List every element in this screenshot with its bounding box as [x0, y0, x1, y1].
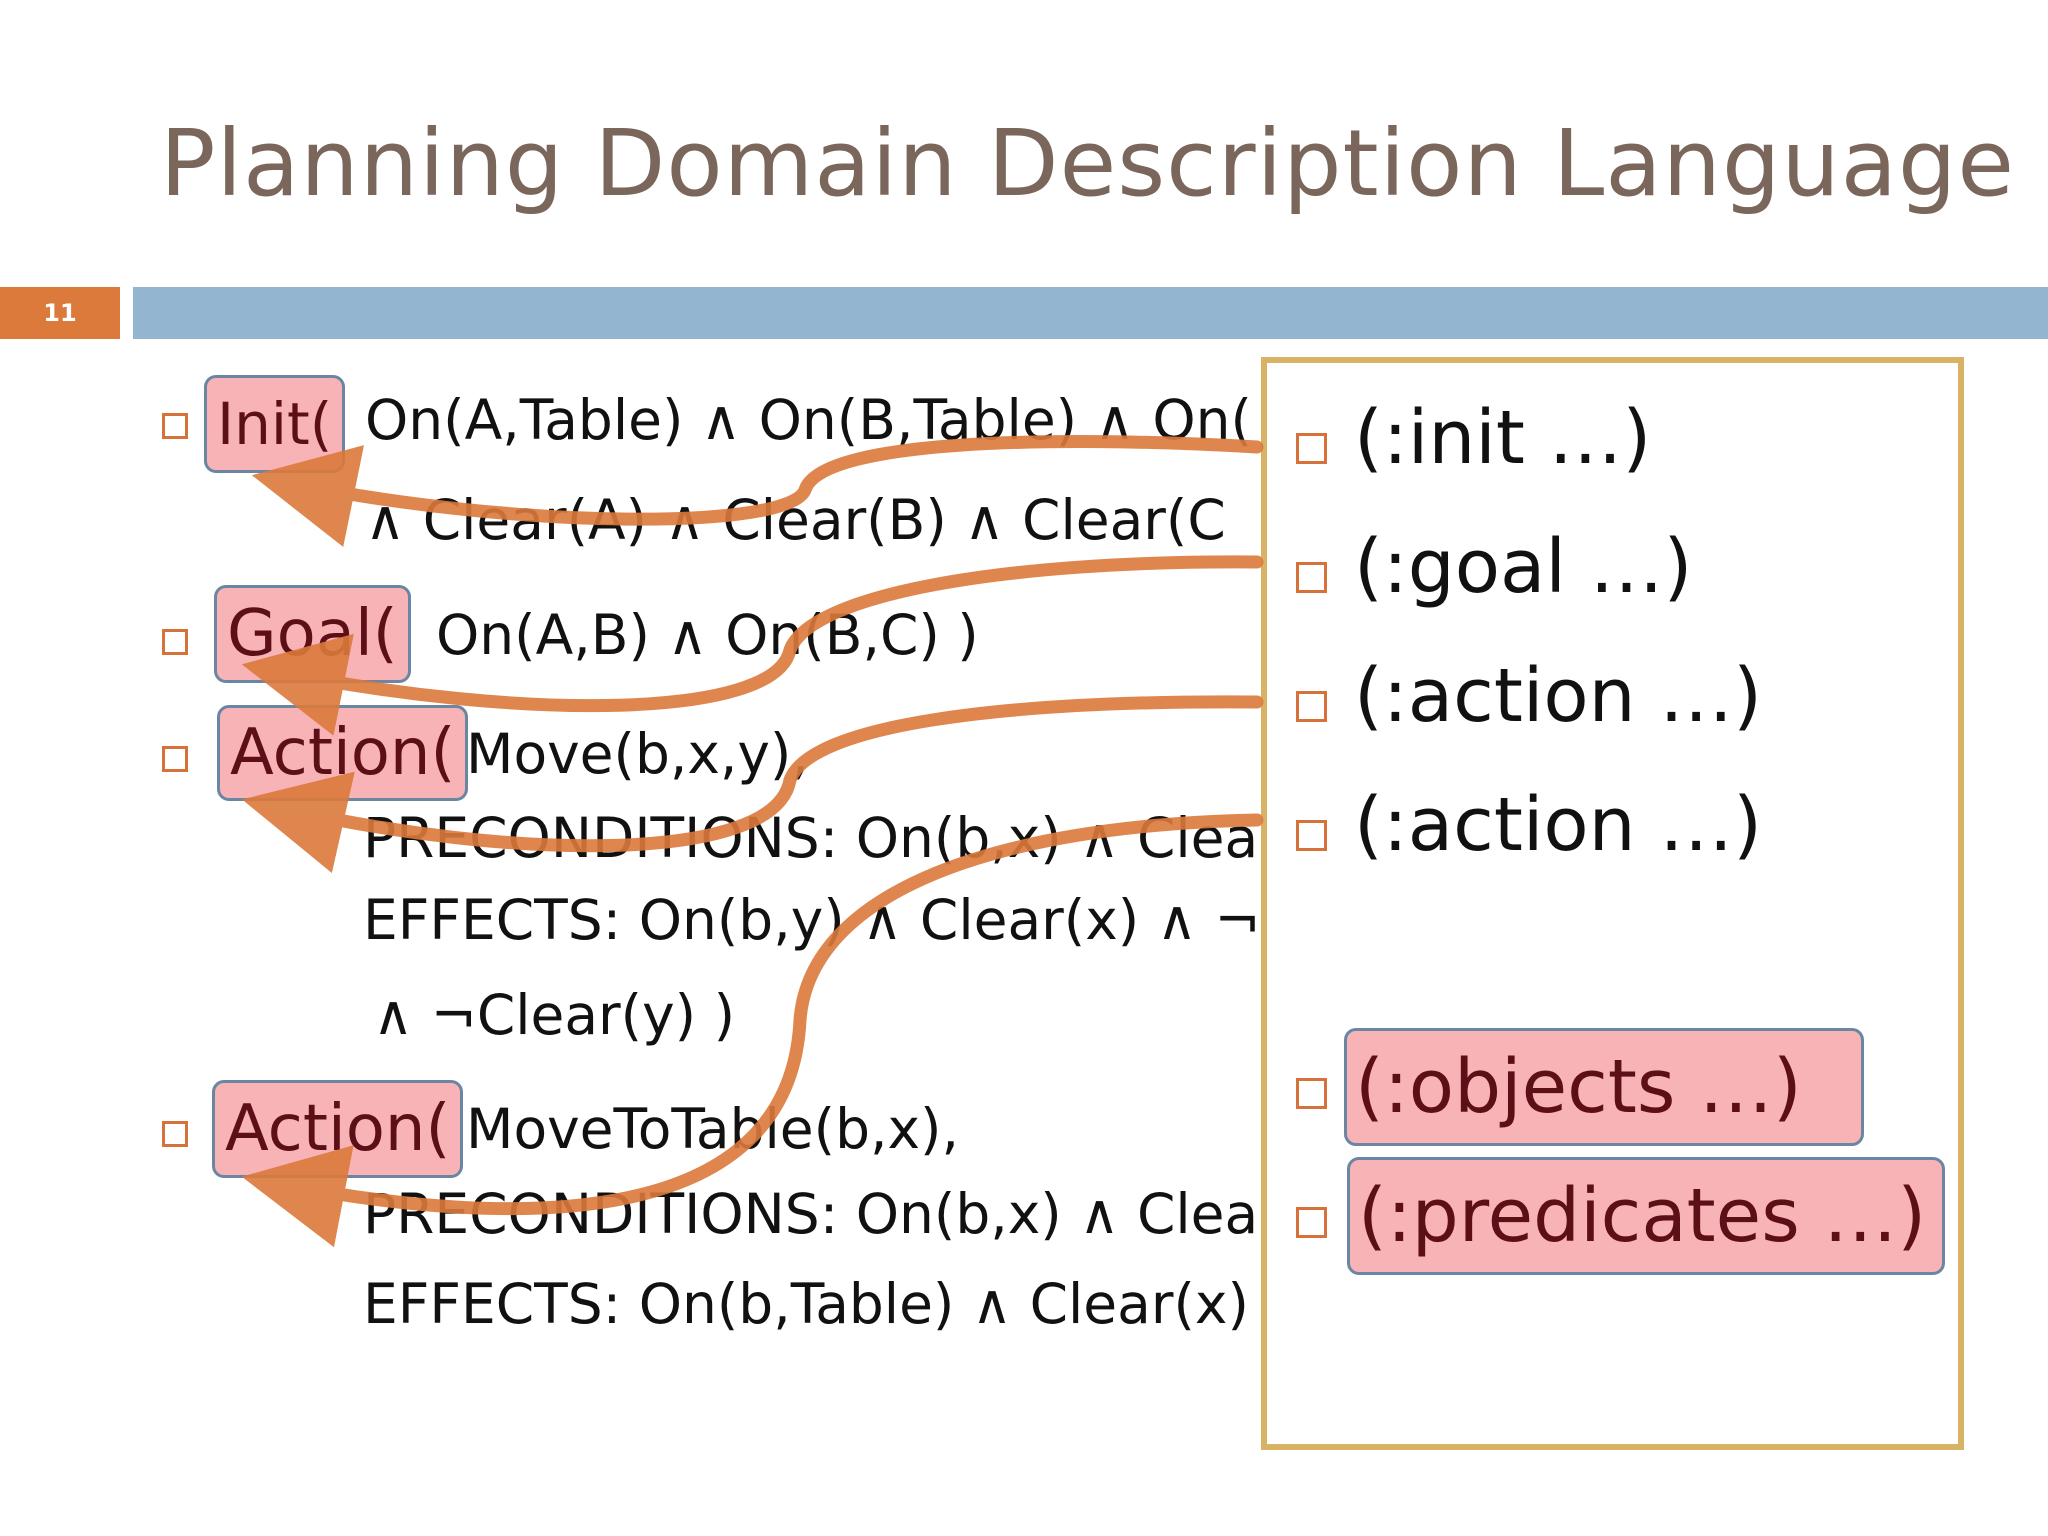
slide-title: Planning Domain Description Language: [160, 110, 2016, 217]
bullet-icon: [1296, 691, 1327, 722]
bullet-icon: [162, 746, 188, 772]
bullet-icon: [1296, 562, 1327, 593]
bullet-icon: [162, 413, 188, 439]
panel-item-objects: (:objects …): [1344, 1028, 1864, 1146]
panel-item-goal: (:goal …): [1354, 524, 1693, 610]
action1-name: Move(b,x,y),: [466, 722, 809, 786]
bullet-icon: [1296, 1207, 1327, 1238]
bullet-icon: [1296, 433, 1327, 464]
bullet-icon: [162, 1121, 188, 1147]
action1-effects-cont: ∧ ¬Clear(y) ): [373, 983, 736, 1047]
panel-item-action: (:action …): [1354, 653, 1762, 739]
panel-item-action: (:action …): [1354, 782, 1762, 868]
arrow-goal: [241, 555, 1264, 736]
panel-item-init: (:init …): [1354, 395, 1652, 481]
action2-effects: EFFECTS: On(b,Table) ∧ Clear(x) ∧: [363, 1272, 1307, 1336]
bullet-icon: [162, 629, 188, 655]
slide-number: 11: [0, 287, 120, 339]
arrow-init: [251, 435, 1264, 547]
title-bar: [133, 287, 2048, 339]
arrow-action-2: [241, 813, 1264, 1248]
bullet-icon: [1296, 820, 1327, 851]
action1-effects: EFFECTS: On(b,y) ∧ Clear(x) ∧ ¬(: [363, 888, 1282, 952]
bullet-icon: [1296, 1078, 1327, 1109]
panel-item-predicates: (:predicates …): [1347, 1157, 1945, 1275]
goal-line: On(A,B) ∧ On(B,C) ): [436, 603, 979, 667]
action2-name: MoveToTable(b,x),: [466, 1097, 959, 1161]
pddl-panel: (:init …) (:goal …) (:action …) (:action…: [1261, 357, 1964, 1450]
arrow-action-1: [241, 695, 1264, 874]
